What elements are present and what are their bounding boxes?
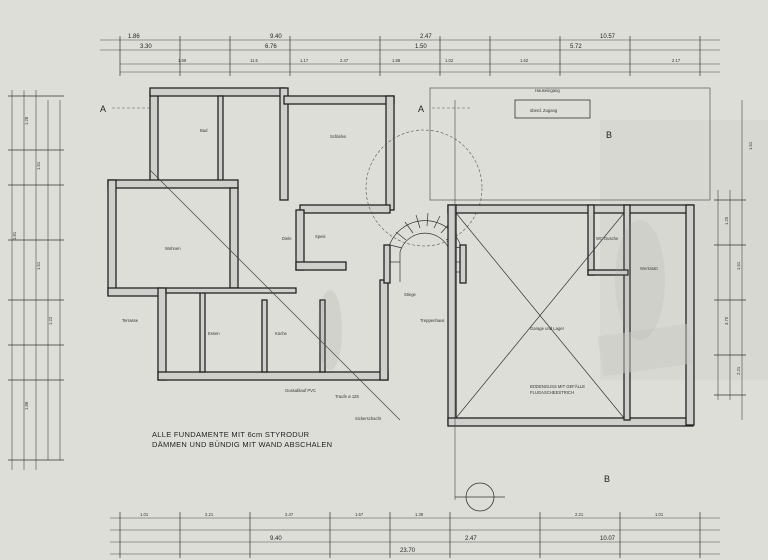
top-dim-15: 1.62 xyxy=(520,58,529,63)
bottom-dim-3: 2.47 xyxy=(285,512,294,517)
section-a-mid: A xyxy=(418,104,424,114)
fundament-note-line1: ALLE FUNDAMENTE MIT 6cm STYRODUR xyxy=(152,430,310,439)
room-kueche: Küche xyxy=(275,331,288,336)
top-dim-3: 2.47 xyxy=(420,34,432,40)
room-schlafen: Schlafen xyxy=(330,134,347,139)
section-b-top: B xyxy=(606,130,612,140)
section-markers: A A B B xyxy=(100,104,612,484)
traufe-label: Traufe ø 125 xyxy=(335,394,359,399)
top-dim-11: 1.17 xyxy=(300,58,309,63)
top-dim-14: 1.02 xyxy=(445,58,454,63)
gussablauf-label: Gussablauf PVC xyxy=(285,388,316,393)
top-dimension-lines: 1.86 9.40 2.47 10.57 3.30 6.76 1.50 5.72… xyxy=(100,34,720,76)
right-dim-4: 2.21 xyxy=(736,366,741,375)
left-dimension-lines: 1.28 1.51 1.81 1.51 1.22 1.88 xyxy=(8,90,64,470)
bottom-dimension-lines: 1.01 2.21 2.47 1.67 1.39 2.21 1.01 9.40 … xyxy=(110,512,720,558)
garage-walls: überd. Zugang Hauseingang xyxy=(429,87,711,427)
top-dim-2: 9.40 xyxy=(270,34,282,40)
tape-strip xyxy=(597,323,693,377)
fundament-note-line2: DÄMMEN UND BÜNDIG MIT WAND ABSCHALEN xyxy=(152,440,332,449)
left-dim-6: 1.88 xyxy=(24,401,29,410)
top-dim-5: 3.30 xyxy=(140,44,152,50)
house-walls xyxy=(107,87,395,381)
top-dim-1: 1.86 xyxy=(128,34,140,40)
bottom-dim-5: 1.39 xyxy=(415,512,424,517)
hauseingang-label: Hauseingang xyxy=(535,88,560,93)
right-dimension-lines: 1.25 1.51 3.70 2.21 1.51 xyxy=(714,100,753,420)
section-b-bottom: B xyxy=(604,474,610,484)
bottom-dim-9: 2.47 xyxy=(465,536,477,542)
top-dim-10: 11.5 xyxy=(250,58,259,63)
sickergrube-label: Sickerschacht xyxy=(355,416,382,421)
room-diele: Diele xyxy=(282,236,292,241)
right-dim-3: 3.70 xyxy=(724,316,729,325)
top-dim-8: 5.72 xyxy=(570,44,582,50)
top-dim-4: 10.57 xyxy=(600,34,616,40)
left-dim-1: 1.28 xyxy=(24,116,29,125)
room-bad: Bad xyxy=(200,128,208,133)
room-speis: Speis xyxy=(315,234,325,239)
top-dim-7: 1.50 xyxy=(415,44,427,50)
top-dim-6: 6.76 xyxy=(265,44,277,50)
top-dim-9: 1.99 xyxy=(178,58,187,63)
diagonal-section-line xyxy=(149,169,401,421)
stiege-label: Stiege xyxy=(404,292,417,297)
left-dim-5: 1.22 xyxy=(48,316,53,325)
bottom-dim-11: 23.70 xyxy=(400,548,416,554)
room-essen: Essen xyxy=(208,331,220,336)
right-dim-1: 1.25 xyxy=(724,216,729,225)
bottom-dim-4: 1.67 xyxy=(355,512,364,517)
right-dim-2: 1.51 xyxy=(736,261,741,270)
right-dim-5: 1.51 xyxy=(748,141,753,150)
annotations: Gussablauf PVC Traufe ø 125 Sickerschach… xyxy=(152,384,585,449)
stain xyxy=(318,290,342,370)
room-treppenhaus: Treppenhaus xyxy=(420,318,445,323)
carport-label: überd. Zugang xyxy=(530,108,558,113)
stain-2 xyxy=(615,220,665,340)
room-wc-dusche: WC Dusche xyxy=(596,236,619,241)
flugasche-label: FLUGASCHEESTRICH xyxy=(530,390,574,395)
left-dim-2: 1.51 xyxy=(36,161,41,170)
room-garage: Garage und Lager xyxy=(530,326,565,331)
bottom-dim-6: 2.21 xyxy=(575,512,584,517)
bottom-dim-2: 2.21 xyxy=(205,512,214,517)
room-labels: Bad Schlafen Wohnen Essen Küche Diele Sp… xyxy=(122,128,658,336)
left-dim-3: 1.81 xyxy=(12,231,17,240)
room-werkstatt: Werkstatt xyxy=(640,266,658,271)
top-dim-12: 2.47 xyxy=(340,58,349,63)
section-a-left: A xyxy=(100,104,106,114)
bottom-dim-1: 1.01 xyxy=(140,512,149,517)
bottom-dim-7: 1.01 xyxy=(655,512,664,517)
left-dim-4: 1.51 xyxy=(36,261,41,270)
room-terrasse: Terrasse xyxy=(122,318,139,323)
top-dim-16: 2.17 xyxy=(672,58,681,63)
boden-garage-label: BODENGUSS MIT GEFÄLLE xyxy=(530,384,585,389)
top-dim-13: 1.88 xyxy=(392,58,401,63)
bottom-dim-8: 9.40 xyxy=(270,536,282,542)
bottom-dim-10: 10.07 xyxy=(600,536,616,542)
room-wohnen: Wohnen xyxy=(165,246,181,251)
